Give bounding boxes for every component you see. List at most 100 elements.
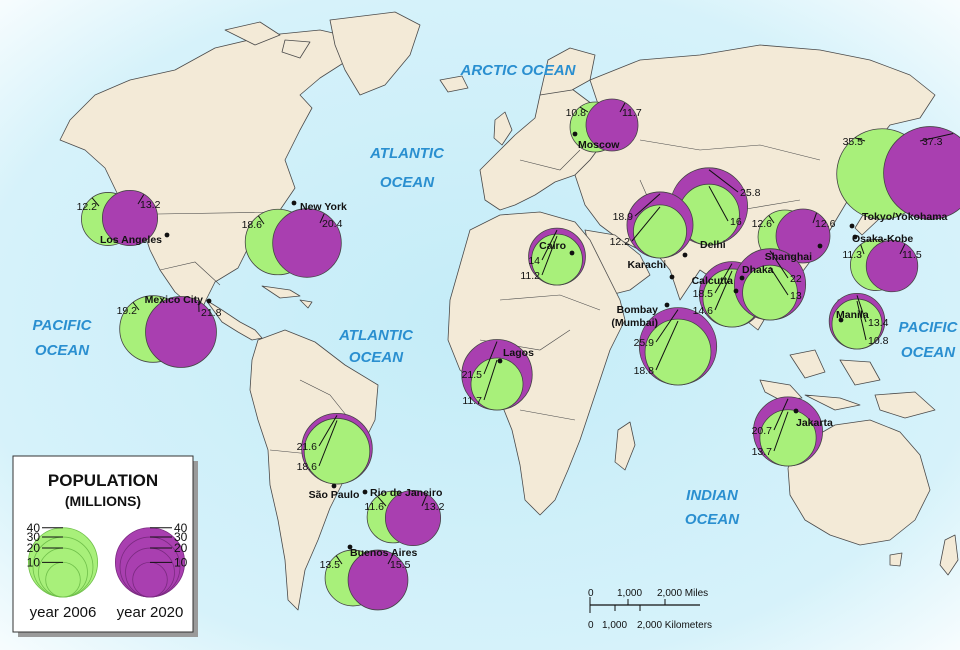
value-2020-mexico-city: 21.8	[201, 307, 222, 319]
leader-line	[387, 554, 394, 565]
legend-value-right-30: 30	[174, 530, 188, 544]
leader-line	[768, 215, 775, 224]
legend-value-left-10: 10	[27, 555, 41, 569]
value-2006-tokyo: 35.5	[843, 136, 864, 148]
legend-value-left-30: 30	[27, 530, 41, 544]
scale-miles-2000: 2,000 Miles	[657, 588, 708, 599]
legend-value-right-40: 40	[174, 521, 188, 535]
value-2020-bombay: 25.9	[634, 337, 655, 349]
legend-subtitle: (MILLIONS)	[65, 493, 141, 509]
circle-2020-buenos-aires	[347, 549, 409, 611]
value-2006-karachi: 12.2	[610, 236, 631, 248]
leader-line	[856, 300, 867, 341]
value-2006-sao-paulo: 18.6	[297, 461, 318, 473]
leader-line	[483, 341, 498, 375]
value-2006-los-angeles: 12.2	[77, 201, 98, 213]
city-label-sao-paulo: São Paulo	[309, 489, 360, 501]
circle-2006-karachi	[633, 204, 687, 259]
value-2006-mexico-city: 19.2	[117, 305, 138, 317]
value-2020-lagos: 21.5	[462, 369, 483, 381]
city-dot-karachi	[669, 274, 675, 280]
leader-line	[421, 494, 428, 507]
city-dot-jakarta	[793, 408, 799, 414]
greenland	[329, 11, 421, 96]
leader-line	[319, 213, 325, 224]
value-2020-cairo: 14	[528, 255, 540, 267]
value-2006-bombay: 18.8	[634, 365, 655, 377]
city-dot-tokyo	[849, 223, 855, 229]
value-2006-delhi: 16	[730, 216, 742, 228]
leader-line	[483, 359, 498, 401]
tasmania	[889, 552, 903, 567]
value-2020-osaka-kobe: 11.5	[902, 249, 922, 261]
city-label-new-york: New York	[300, 201, 347, 213]
british-isles	[493, 111, 513, 146]
city-dot-los-angeles	[164, 232, 170, 238]
value-2006-cairo: 11.2	[520, 270, 540, 282]
circle-2020-shanghai	[775, 208, 831, 264]
leader-line	[773, 411, 789, 452]
city-label-osaka-kobe: Osaka-Kobe	[852, 233, 913, 245]
leader-line	[634, 193, 661, 217]
value-2006-dhaka: 13	[790, 290, 802, 302]
leader-line	[860, 244, 865, 255]
city-label-mexico-city: Mexico City	[145, 294, 204, 306]
ocean-label-arctic: ARCTIC OCEAN	[460, 62, 577, 79]
city-dot-lagos	[497, 358, 503, 364]
leader-line	[714, 270, 733, 311]
value-2006-calcutta: 14.6	[693, 305, 714, 317]
city-label-buenos-aires: Buenos Aires	[350, 547, 417, 559]
leader-line	[335, 555, 343, 565]
leader-line	[769, 266, 789, 296]
city-dot-cairo	[569, 250, 575, 256]
value-2020-manila: 13.4	[868, 317, 889, 329]
city-dot-delhi	[682, 252, 688, 258]
circle-2006-lagos	[470, 357, 524, 411]
value-2020-los-angeles: 13.2	[140, 199, 161, 211]
ocean-label-pacific-east: OCEAN	[35, 342, 90, 359]
city-dot-rio	[362, 489, 368, 495]
caribbean-islands	[261, 285, 313, 309]
city-dot-moscow	[572, 131, 578, 137]
value-2020-rio: 13.2	[424, 501, 445, 513]
circle-2020-new-york	[272, 208, 342, 278]
circle-2006-sao-paulo	[303, 418, 371, 485]
ocean-label-atlantic-south: ATLANTIC	[338, 327, 414, 344]
circle-2006-manila	[831, 298, 883, 350]
value-2006-buenos-aires: 13.5	[320, 559, 341, 571]
leader-line	[708, 185, 729, 222]
madagascar	[614, 421, 636, 471]
new-guinea	[874, 391, 936, 419]
city-label-los-angeles: Los Angeles	[100, 234, 162, 246]
leader-line	[899, 243, 906, 255]
leader-line	[619, 102, 626, 113]
leader-line	[856, 295, 867, 323]
circle-2020-mexico-city	[145, 296, 217, 368]
ocean-labels: ARCTIC OCEANATLANTICOCEANATLANTICOCEANPA…	[33, 62, 959, 528]
value-2020-calcutta: 18.5	[693, 288, 714, 300]
circle-2020-rio	[384, 489, 442, 547]
leader-line	[769, 250, 789, 279]
leader-line	[708, 169, 739, 193]
legend-value-left-40: 40	[27, 521, 41, 535]
value-2020-buenos-aires: 15.5	[390, 559, 411, 571]
ocean-label-pacific-west: OCEAN	[901, 344, 956, 361]
leader-line	[257, 215, 265, 225]
ocean-label-pacific-west: PACIFIC	[899, 319, 959, 336]
value-2006-rio: 11.6	[364, 501, 384, 513]
city-label-jakarta: Jakarta	[796, 417, 833, 429]
leader-line	[854, 137, 866, 142]
value-2006-shanghai: 12.6	[752, 218, 773, 230]
city-label-cairo: Cairo	[539, 240, 566, 252]
leader-line	[137, 194, 145, 205]
leader-line	[655, 320, 679, 371]
ocean-label-pacific-east: PACIFIC	[33, 317, 93, 334]
circle-2006-jakarta	[759, 409, 817, 467]
circle-2020-moscow	[585, 98, 639, 152]
value-2006-moscow: 10.8	[566, 107, 587, 119]
circle-2020-tokyo	[883, 126, 960, 220]
scale-km-1000: 1,000	[602, 620, 627, 631]
legend-label-2006: year 2006	[30, 604, 97, 621]
